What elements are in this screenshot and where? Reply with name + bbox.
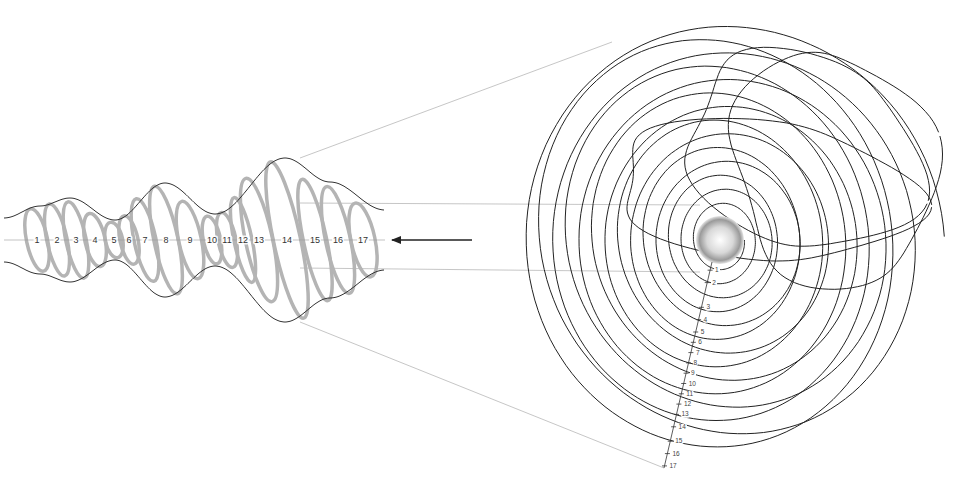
callout-number: 5 (110, 236, 117, 245)
radial-tick (674, 414, 679, 415)
callout-number: 17 (357, 236, 369, 245)
radial-ticks (662, 270, 713, 466)
radial-tick (679, 393, 684, 394)
callout-number: 16 (332, 236, 344, 245)
radial-line (664, 262, 712, 468)
callout-number: 15 (309, 236, 321, 245)
direction-arrow (392, 239, 472, 241)
callout-number: 5 (700, 329, 706, 336)
callout-number: 9 (186, 236, 193, 245)
radial-tick (708, 270, 713, 271)
spiral-core (696, 216, 744, 264)
radial-tick (671, 426, 676, 427)
radial-tick (662, 465, 667, 466)
radial-tick (705, 282, 710, 283)
radial-tick (681, 383, 686, 384)
callout-number: 2 (53, 236, 60, 245)
distorted-loops (627, 47, 943, 289)
callout-number: 15 (674, 438, 683, 445)
callout-number: 1 (714, 267, 720, 274)
callout-number: 6 (125, 236, 132, 245)
callout-number: 14 (281, 236, 293, 245)
callout-number: 3 (705, 304, 711, 311)
callout-number: 2 (711, 279, 717, 286)
callout-number: 13 (253, 236, 265, 245)
callout-number: 6 (697, 339, 703, 346)
radial-tick (691, 342, 696, 343)
callout-number: 11 (685, 391, 694, 398)
radial-tick (668, 441, 673, 442)
callout-number: 11 (221, 236, 232, 245)
callout-number: 14 (678, 424, 687, 431)
radial-tick (686, 362, 691, 363)
callout-number: 4 (703, 316, 709, 323)
callout-number: 7 (695, 349, 701, 356)
callout-number: 10 (206, 236, 218, 245)
spiral-curve (526, 27, 944, 447)
wave-envelope (4, 260, 384, 322)
callout-number: 7 (141, 236, 148, 245)
radial-tick (688, 352, 693, 353)
callout-number: 8 (162, 236, 169, 245)
wave-axis (4, 240, 385, 241)
callout-number: 4 (91, 236, 98, 245)
callout-number: 13 (681, 411, 690, 418)
wave-envelope (4, 158, 384, 220)
callout-number: 8 (693, 360, 699, 367)
callout-number: 3 (72, 236, 79, 245)
callout-number: 10 (688, 380, 697, 387)
radial-tick (699, 307, 704, 308)
callout-number: 12 (237, 236, 249, 245)
callout-number: 1 (33, 236, 40, 245)
radial-tick (665, 453, 670, 454)
callout-number: 9 (690, 370, 696, 377)
callout-number: 17 (669, 463, 678, 470)
radial-tick (693, 332, 698, 333)
radial-tick (676, 404, 681, 405)
callout-number: 16 (671, 450, 680, 457)
radial-tick (684, 373, 689, 374)
callout-number: 12 (683, 401, 692, 408)
radial-tick (696, 319, 701, 320)
